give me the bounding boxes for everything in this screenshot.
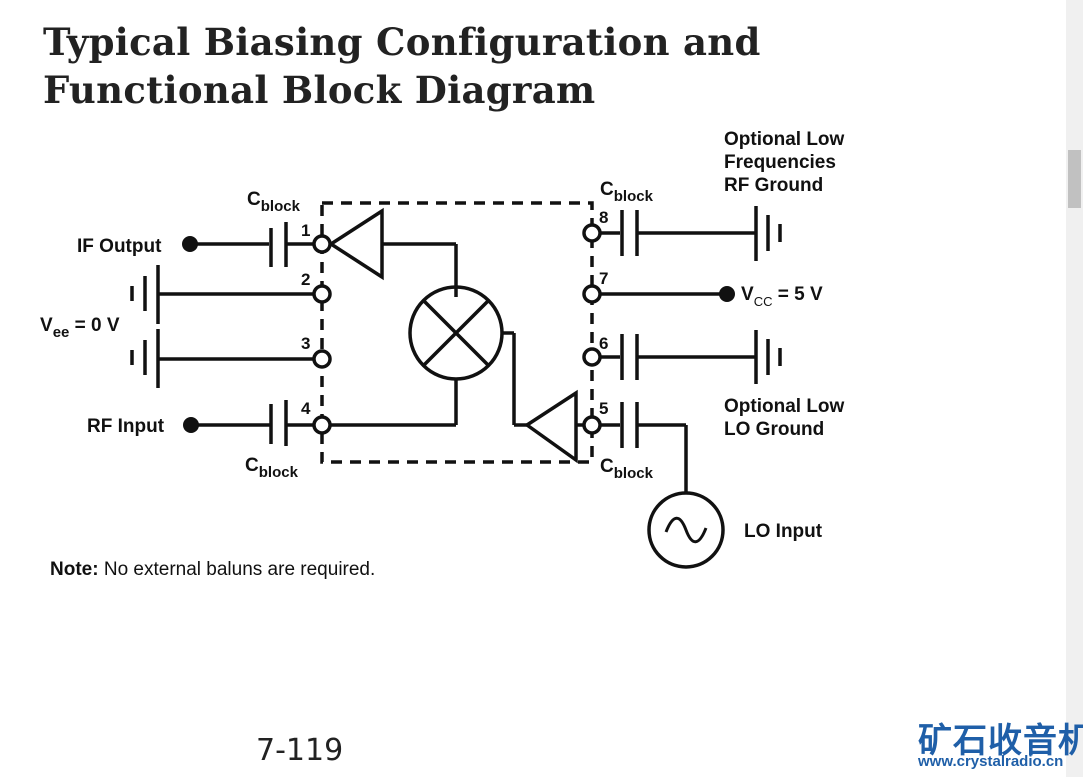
- cblock-label-top-right: Cblock: [600, 179, 654, 205]
- pin-number: 1: [301, 221, 310, 240]
- optional-lo-ground-label-line-2: LO Ground: [724, 419, 824, 440]
- optional-rf-ground-label-line-3: RF Ground: [724, 175, 823, 196]
- pin-2-terminal: [312, 284, 332, 304]
- pin-6-terminal: [582, 347, 602, 367]
- pin-3-terminal: [312, 349, 332, 369]
- pin-number: 4: [301, 399, 311, 418]
- note-text: No external baluns are required.: [98, 559, 376, 580]
- pin-number: 5: [599, 399, 608, 418]
- cblock-label-bottom-left: Cblock: [245, 455, 299, 481]
- page-title: Typical Biasing Configuration and Functi…: [43, 18, 761, 114]
- title-line-1: Typical Biasing Configuration and: [43, 20, 761, 64]
- pin-number: 8: [599, 208, 608, 227]
- scrollbar-track[interactable]: [1066, 0, 1083, 777]
- if-output-terminal: [182, 236, 198, 252]
- triangle-amplifier-icon: [327, 207, 384, 281]
- pin-5-terminal: [582, 415, 602, 435]
- chip-outline: [320, 201, 594, 464]
- pin-number: 7: [599, 269, 608, 288]
- if-output-label: IF Output: [77, 236, 162, 257]
- lo-input-label: LO Input: [744, 521, 823, 542]
- vcc-label: VCC = 5 V: [741, 284, 823, 309]
- optional-lo-ground-label-line-1: Optional Low: [724, 396, 845, 417]
- triangle-amplifier-icon: [523, 389, 578, 464]
- watermark-url: www.crystalradio.cn: [918, 753, 1064, 770]
- watermark: 矿石收音机 www.crystalradio.cn: [918, 713, 1083, 773]
- cblock-label-bottom-right: Cblock: [600, 456, 654, 482]
- pin-number: 2: [301, 270, 310, 289]
- pin-1-terminal: [312, 234, 332, 254]
- scrollbar-thumb[interactable]: [1068, 150, 1081, 208]
- vee-label: Vee = 0 V: [40, 315, 120, 341]
- pin-4-terminal: [312, 415, 332, 435]
- rf-input-label: RF Input: [87, 416, 165, 437]
- title-line-2: Functional Block Diagram: [43, 68, 596, 112]
- page-number: 7-119: [256, 733, 344, 768]
- pin-8-terminal: [582, 223, 602, 243]
- pin-number: 3: [301, 334, 310, 353]
- optional-rf-ground-label-line-1: Optional Low: [724, 129, 845, 150]
- note: Note: No external baluns are required.: [50, 559, 375, 581]
- pin-7-terminal: [582, 284, 602, 304]
- note-label: Note:: [50, 559, 99, 580]
- cblock-label-top-left: Cblock: [247, 189, 301, 215]
- optional-rf-ground-label-line-2: Frequencies: [724, 152, 836, 173]
- rf-input-terminal: [183, 417, 199, 433]
- sine-source-icon: [647, 491, 725, 569]
- pin-number: 6: [599, 334, 608, 353]
- vcc-terminal: [719, 286, 735, 302]
- watermark-chinese: 矿石收音机: [918, 721, 1083, 761]
- mixer-x-circle-icon: [408, 285, 504, 381]
